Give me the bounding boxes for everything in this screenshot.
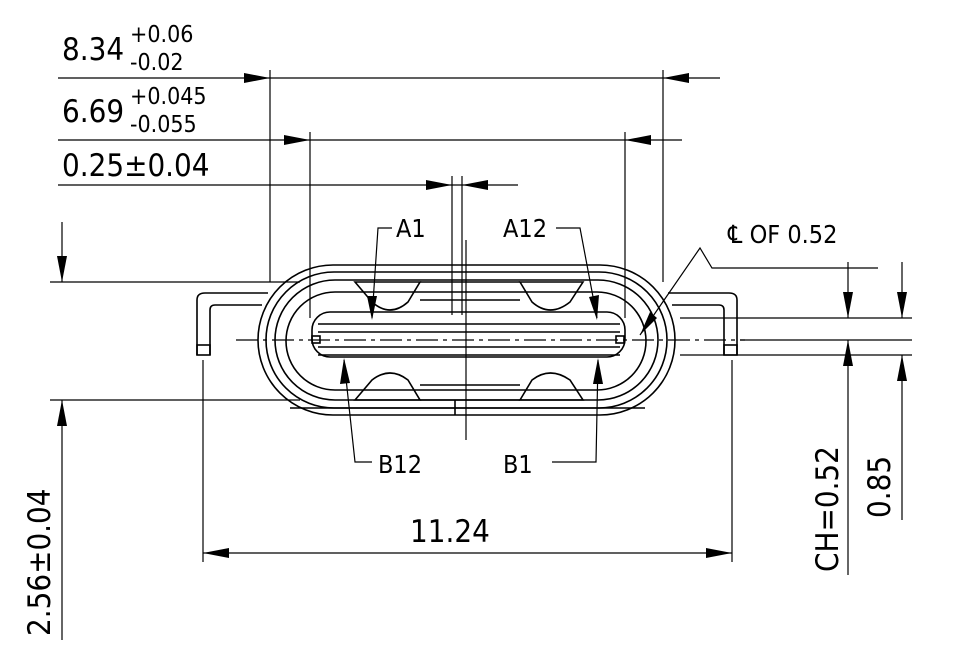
svg-text:A12: A12 (503, 214, 547, 243)
dim-tongue-thickness-value: 0.85 (862, 456, 898, 518)
dim-overall-width: 8.34 +0.06 -0.02 (58, 22, 720, 282)
pin-label-b1: B1 (503, 358, 603, 479)
dim-opening-width-upper: +0.045 (130, 84, 207, 110)
dim-chamfer: CH=0.52 0.85 (680, 262, 912, 575)
dim-overall-width-upper: +0.06 (130, 22, 193, 48)
dim-overall-width-lower: -0.02 (130, 50, 184, 76)
pin-label-a12: A12 (503, 214, 599, 320)
dim-opening-width-lower: -0.055 (130, 112, 197, 138)
dim-centerline-offset: 0.25±0.04 (58, 148, 518, 315)
dim-mount-span-value: 11.24 (410, 514, 490, 550)
dim-overall-width-value: 8.34 (62, 32, 124, 68)
dim-centerline-offset-value: 0.25±0.04 (62, 148, 210, 184)
svg-text:B1: B1 (503, 450, 533, 479)
dim-chamfer-value: CH=0.52 (810, 446, 846, 572)
pin-label-b12: B12 (340, 358, 422, 479)
dim-mount-span: 11.24 (202, 360, 733, 562)
dim-height: 2.56±0.04 (22, 222, 300, 640)
dim-opening-width: 6.69 +0.045 -0.055 (58, 84, 682, 318)
svg-text:A1: A1 (396, 214, 426, 243)
svg-text:B12: B12 (378, 450, 422, 479)
dim-opening-width-value: 6.69 (62, 94, 124, 130)
dim-height-value: 2.56±0.04 (22, 488, 58, 636)
pin-label-a1: A1 (367, 214, 426, 320)
centerline-note-text: ℄ OF 0.52 (727, 220, 837, 249)
